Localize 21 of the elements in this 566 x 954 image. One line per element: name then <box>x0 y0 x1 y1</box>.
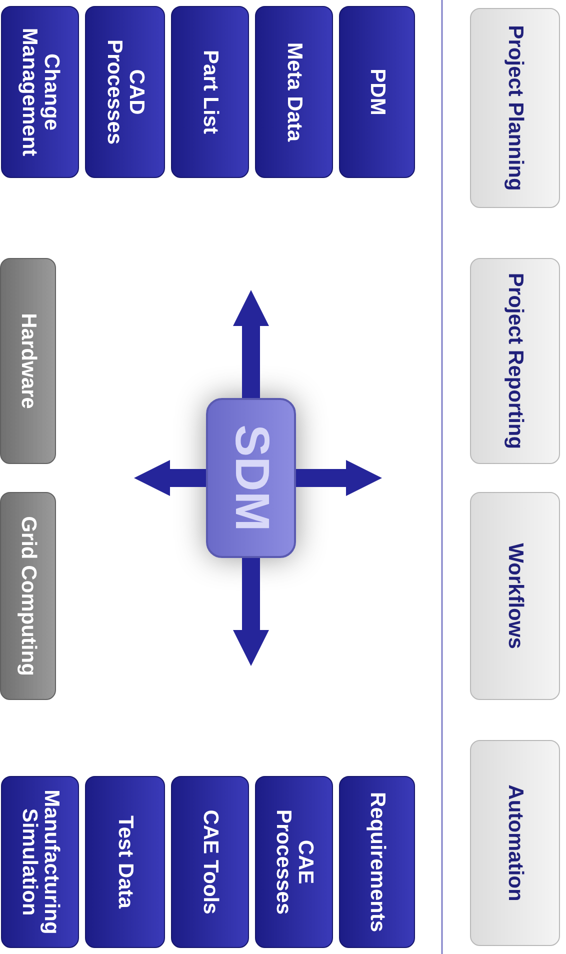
process-box: CAE Processes <box>255 776 333 948</box>
arrow <box>296 460 382 496</box>
arrow <box>233 290 269 398</box>
process-box: Hardware <box>0 258 56 464</box>
process-box: Meta Data <box>255 6 333 178</box>
process-box: Project Reporting <box>470 258 560 464</box>
process-box: Requirements <box>339 776 415 948</box>
arrow <box>134 460 206 496</box>
process-box: PDM <box>339 6 415 178</box>
central-box: SDM <box>206 398 296 558</box>
process-box: Part List <box>171 6 249 178</box>
process-box: CAD Processes <box>85 6 165 178</box>
arrow <box>233 558 269 666</box>
process-box: Project Planning <box>470 8 560 208</box>
process-box: Manufacturing Simulation <box>1 776 79 948</box>
process-box: CAE Tools <box>171 776 249 948</box>
process-box: Change Management <box>1 6 79 178</box>
process-box: Test Data <box>85 776 165 948</box>
process-box: Grid Computing <box>0 492 56 700</box>
process-box: Automation <box>470 740 560 946</box>
process-box: Workflows <box>470 492 560 700</box>
